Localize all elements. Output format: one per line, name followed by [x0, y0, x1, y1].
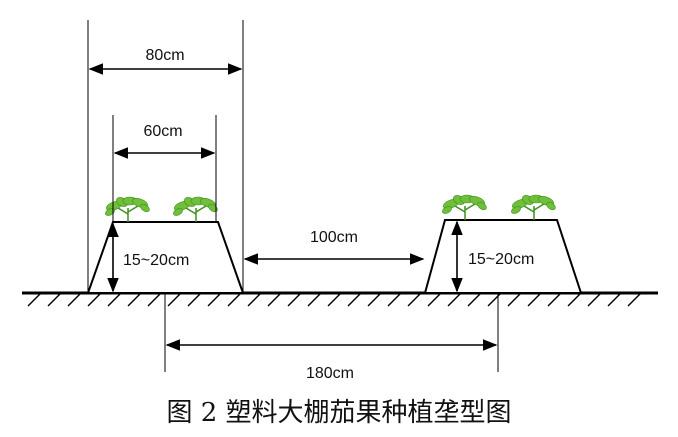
ground-hatch: [87, 293, 101, 307]
extension-lines: [87, 20, 499, 372]
ground-hatch: [567, 293, 581, 307]
plant-icon: [103, 194, 152, 223]
outer-width-label: 80cm: [145, 47, 184, 64]
ground-hatch: [467, 293, 481, 307]
ground-hatch: [387, 293, 401, 307]
ground-hatch: [227, 293, 241, 307]
ground-hatch: [367, 293, 381, 307]
ground-hatch: [407, 293, 421, 307]
ground-hatch: [627, 293, 641, 307]
bed-spacing-label: 180cm: [306, 365, 354, 382]
figure-caption: 图 2 塑料大棚茄果种植垄型图: [166, 398, 511, 428]
ground-hatch: [67, 293, 81, 307]
left-bed: [86, 221, 245, 294]
ground: [22, 291, 658, 307]
ground-hatch: [127, 293, 141, 307]
right-bed: [423, 219, 583, 294]
ground-hatch: [347, 293, 361, 307]
ground-hatch: [307, 293, 321, 307]
plant-icon: [440, 192, 489, 221]
ground-hatch: [27, 293, 41, 307]
left-bed-height-label: 15~20cm: [123, 252, 189, 269]
ground-hatch: [447, 293, 461, 307]
ground-hatch: [587, 293, 601, 307]
ground-hatch: [187, 293, 201, 307]
ground-hatch: [47, 293, 61, 307]
furrow-width-label: 100cm: [310, 229, 358, 246]
ground-hatch: [327, 293, 341, 307]
right-bed-height-label: 15~20cm: [468, 251, 534, 268]
ground-hatch: [167, 293, 181, 307]
dimension-arrows: [88, 63, 498, 351]
ground-hatch: [507, 293, 521, 307]
plant-icon: [171, 194, 220, 223]
ground-hatch: [107, 293, 121, 307]
ground-hatch: [287, 293, 301, 307]
plant-icon: [509, 192, 558, 221]
ground-hatch: [547, 293, 561, 307]
ground-hatch: [527, 293, 541, 307]
ground-hatch: [247, 293, 261, 307]
ground-hatch: [427, 293, 441, 307]
inner-width-label: 60cm: [143, 123, 182, 140]
ground-hatch: [207, 293, 221, 307]
ground-hatch: [267, 293, 281, 307]
ground-hatch: [147, 293, 161, 307]
ground-hatch: [607, 293, 621, 307]
